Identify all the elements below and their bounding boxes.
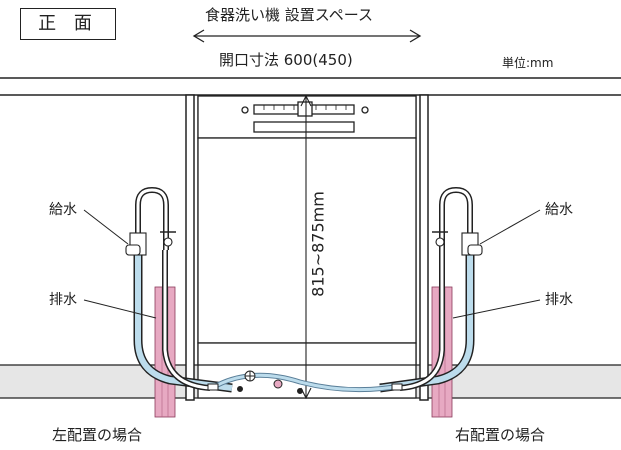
left-placement-caption: 左配置の場合 — [52, 426, 143, 444]
left-plumbing — [125, 186, 233, 418]
unit-label: 単位:mm — [502, 56, 554, 70]
right-plumbing — [379, 186, 483, 418]
water-supply-label-right: 給水 — [545, 202, 573, 218]
view-label-box: 正 面 — [20, 8, 116, 40]
diagram-title: 食器洗い機 設置スペース — [205, 6, 373, 24]
width-arrow — [192, 29, 422, 43]
cabinet-panels — [185, 94, 429, 401]
dishwasher — [197, 95, 417, 399]
water-supply-label-left: 給水 — [49, 202, 77, 218]
drain-label-right: 排水 — [545, 292, 573, 308]
bottom-connection — [207, 370, 403, 394]
opening-dimension: 開口寸法 600(450) — [219, 51, 353, 69]
leader-lines — [83, 209, 541, 319]
drain-label-left: 排水 — [49, 292, 77, 308]
height-dimension: 815~875mm — [308, 191, 328, 297]
right-placement-caption: 右配置の場合 — [455, 426, 546, 444]
